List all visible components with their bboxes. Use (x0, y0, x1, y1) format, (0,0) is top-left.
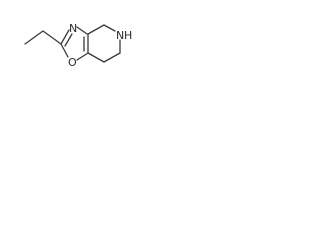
bond-ch2-c2 (42, 30, 62, 45)
atom-label-n5: N (116, 29, 124, 42)
bond-ch3-ch2 (24, 30, 44, 45)
bond-c6-c7 (103, 52, 121, 63)
bond-c2-n3 (60, 29, 70, 45)
bond-n3-c3a (76, 26, 88, 35)
bond-c3a-c4 (87, 24, 105, 35)
molecule-structure-svg: N O N H (24, 22, 132, 69)
bond-c2-o1 (60, 43, 69, 58)
bond-c7-c7a (87, 52, 105, 63)
bond-c4-n5 (103, 24, 116, 32)
bond-c2-n3-double (64, 33, 73, 47)
bond-o1-c7a (76, 52, 89, 61)
atom-label-o1: O (68, 56, 77, 69)
atom-label-n5-hydrogen: H (124, 29, 132, 42)
atom-label-n3: N (69, 22, 77, 35)
molecule-canvas: N O N H (0, 0, 185, 88)
